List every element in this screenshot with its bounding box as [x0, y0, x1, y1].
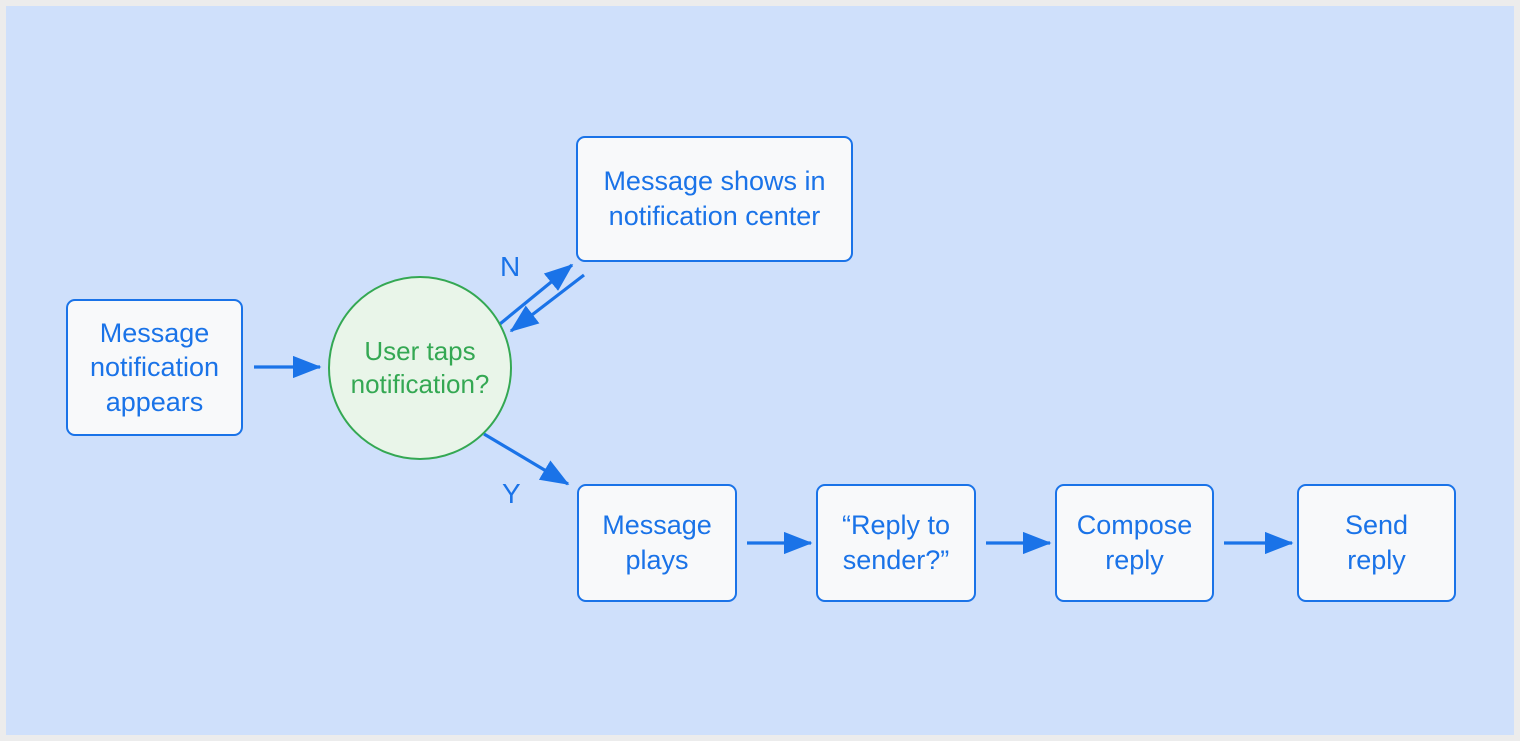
node-label: Send reply — [1344, 510, 1409, 575]
diagram-connectors-layer — [254, 263, 1294, 555]
node-label: Compose reply — [1076, 510, 1193, 575]
node-send-reply[interactable]: Send reply — [1297, 484, 1456, 602]
node-message-plays[interactable]: Message plays — [577, 484, 737, 602]
node-message-shows-in-notification-center[interactable]: Message shows in notification center — [576, 136, 853, 262]
edge-label-no: N — [500, 251, 521, 282]
node-label: “Reply to sender?” — [841, 510, 951, 575]
node-label: Message shows in notification center — [603, 166, 826, 231]
node-reply-to-sender[interactable]: “Reply to sender?” — [816, 484, 976, 602]
node-label: Message plays — [602, 510, 712, 575]
node-label: User taps notification? — [350, 335, 490, 399]
node-compose-reply[interactable]: Compose reply — [1055, 484, 1214, 602]
edge-label-yes: Y — [502, 478, 521, 509]
node-user-taps-notification[interactable]: User taps notification? — [328, 276, 512, 460]
edge-decision-to-notification-center — [493, 263, 574, 330]
node-message-notification-appears[interactable]: Message notification appears — [66, 299, 243, 436]
edge-notification-center-to-decision — [509, 273, 585, 333]
node-label: Message notification appears — [89, 317, 220, 417]
edge-decision-to-message-plays — [483, 432, 570, 486]
